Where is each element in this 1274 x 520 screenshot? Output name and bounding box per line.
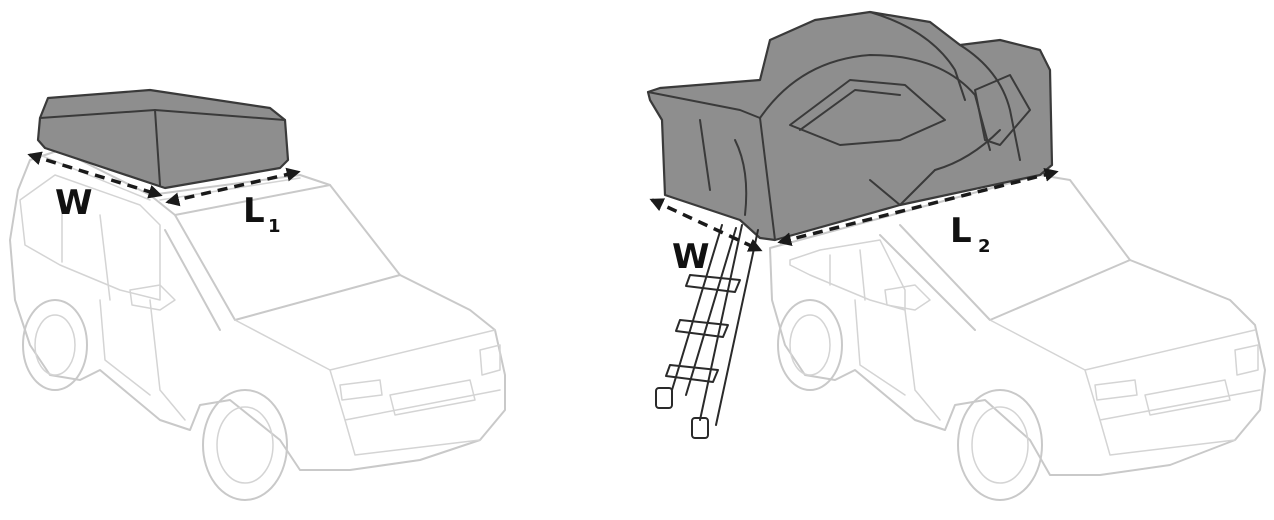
width-label-right: W	[672, 237, 710, 277]
length-dimension-right	[777, 167, 1059, 247]
ladder	[655, 224, 759, 439]
open-roof-tent	[646, 10, 1054, 242]
length-label-right: L	[950, 211, 972, 251]
length-subscript-left: 1	[268, 216, 281, 237]
length-subscript-right: 2	[978, 236, 991, 257]
length-dimension-left	[165, 167, 301, 207]
width-dimension-left	[27, 151, 163, 199]
width-label-left: W	[55, 183, 93, 223]
vehicle-right	[769, 174, 1266, 501]
width-dimension-right	[649, 198, 763, 252]
length-label-left: L	[243, 191, 265, 231]
closed-roof-tent	[36, 88, 290, 190]
